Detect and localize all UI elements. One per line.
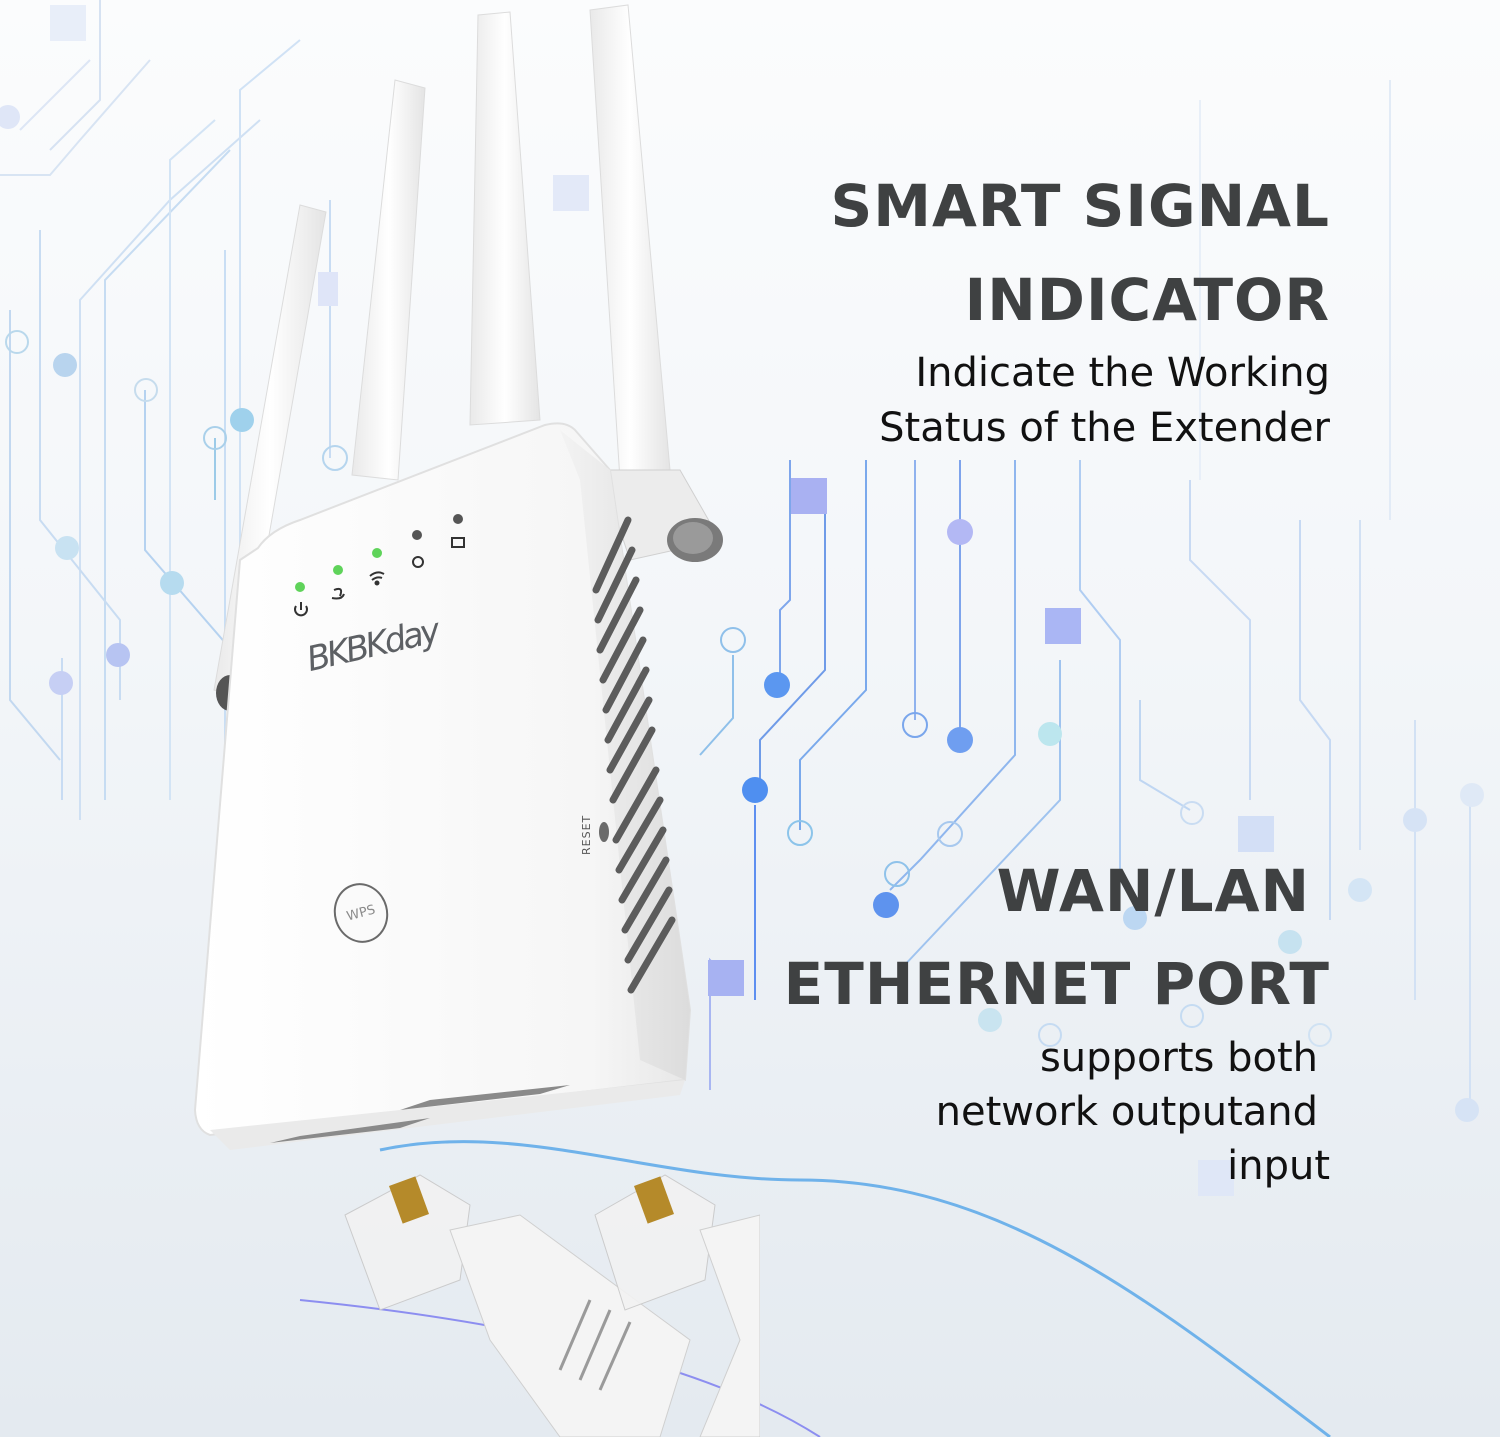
ethernet-desc-line1: supports both — [1039, 1035, 1318, 1081]
ethernet-desc-line3: input — [1227, 1143, 1330, 1189]
ethernet-port-2 — [400, 1085, 570, 1110]
wps-icon — [412, 556, 424, 568]
led-wps — [412, 530, 422, 540]
smart-signal-title-line1: SMART SIGNAL — [830, 172, 1330, 240]
link-icon — [331, 587, 345, 600]
ethernet-desc-line2: network outputand — [935, 1089, 1318, 1135]
smart-signal-desc-line2: Status of the Extender — [879, 405, 1330, 451]
lan-icon — [451, 537, 465, 548]
led-wifi — [372, 548, 382, 558]
led-lan — [453, 514, 463, 524]
power-icon — [294, 605, 308, 617]
reset-label: RESET — [580, 814, 593, 855]
wifi-extender-illustration — [193, 4, 760, 1437]
ethernet-title-line1: WAN/LAN — [996, 857, 1310, 925]
wps-label: WPS — [345, 902, 377, 924]
ethernet-title-line2: ETHERNET PORT — [783, 950, 1330, 1018]
ethernet-cable-2 — [594, 1174, 760, 1437]
smart-signal-title-line2: INDICATOR — [964, 266, 1330, 334]
ethernet-port-1 — [270, 1118, 430, 1143]
led-power — [295, 582, 305, 592]
ethernet-cable-1 — [344, 1174, 691, 1437]
antenna-group — [213, 4, 723, 711]
wifi-icon — [369, 571, 385, 581]
reset-hole — [599, 822, 609, 842]
smart-signal-desc-line1: Indicate the Working — [915, 350, 1330, 396]
led-link — [333, 565, 343, 575]
